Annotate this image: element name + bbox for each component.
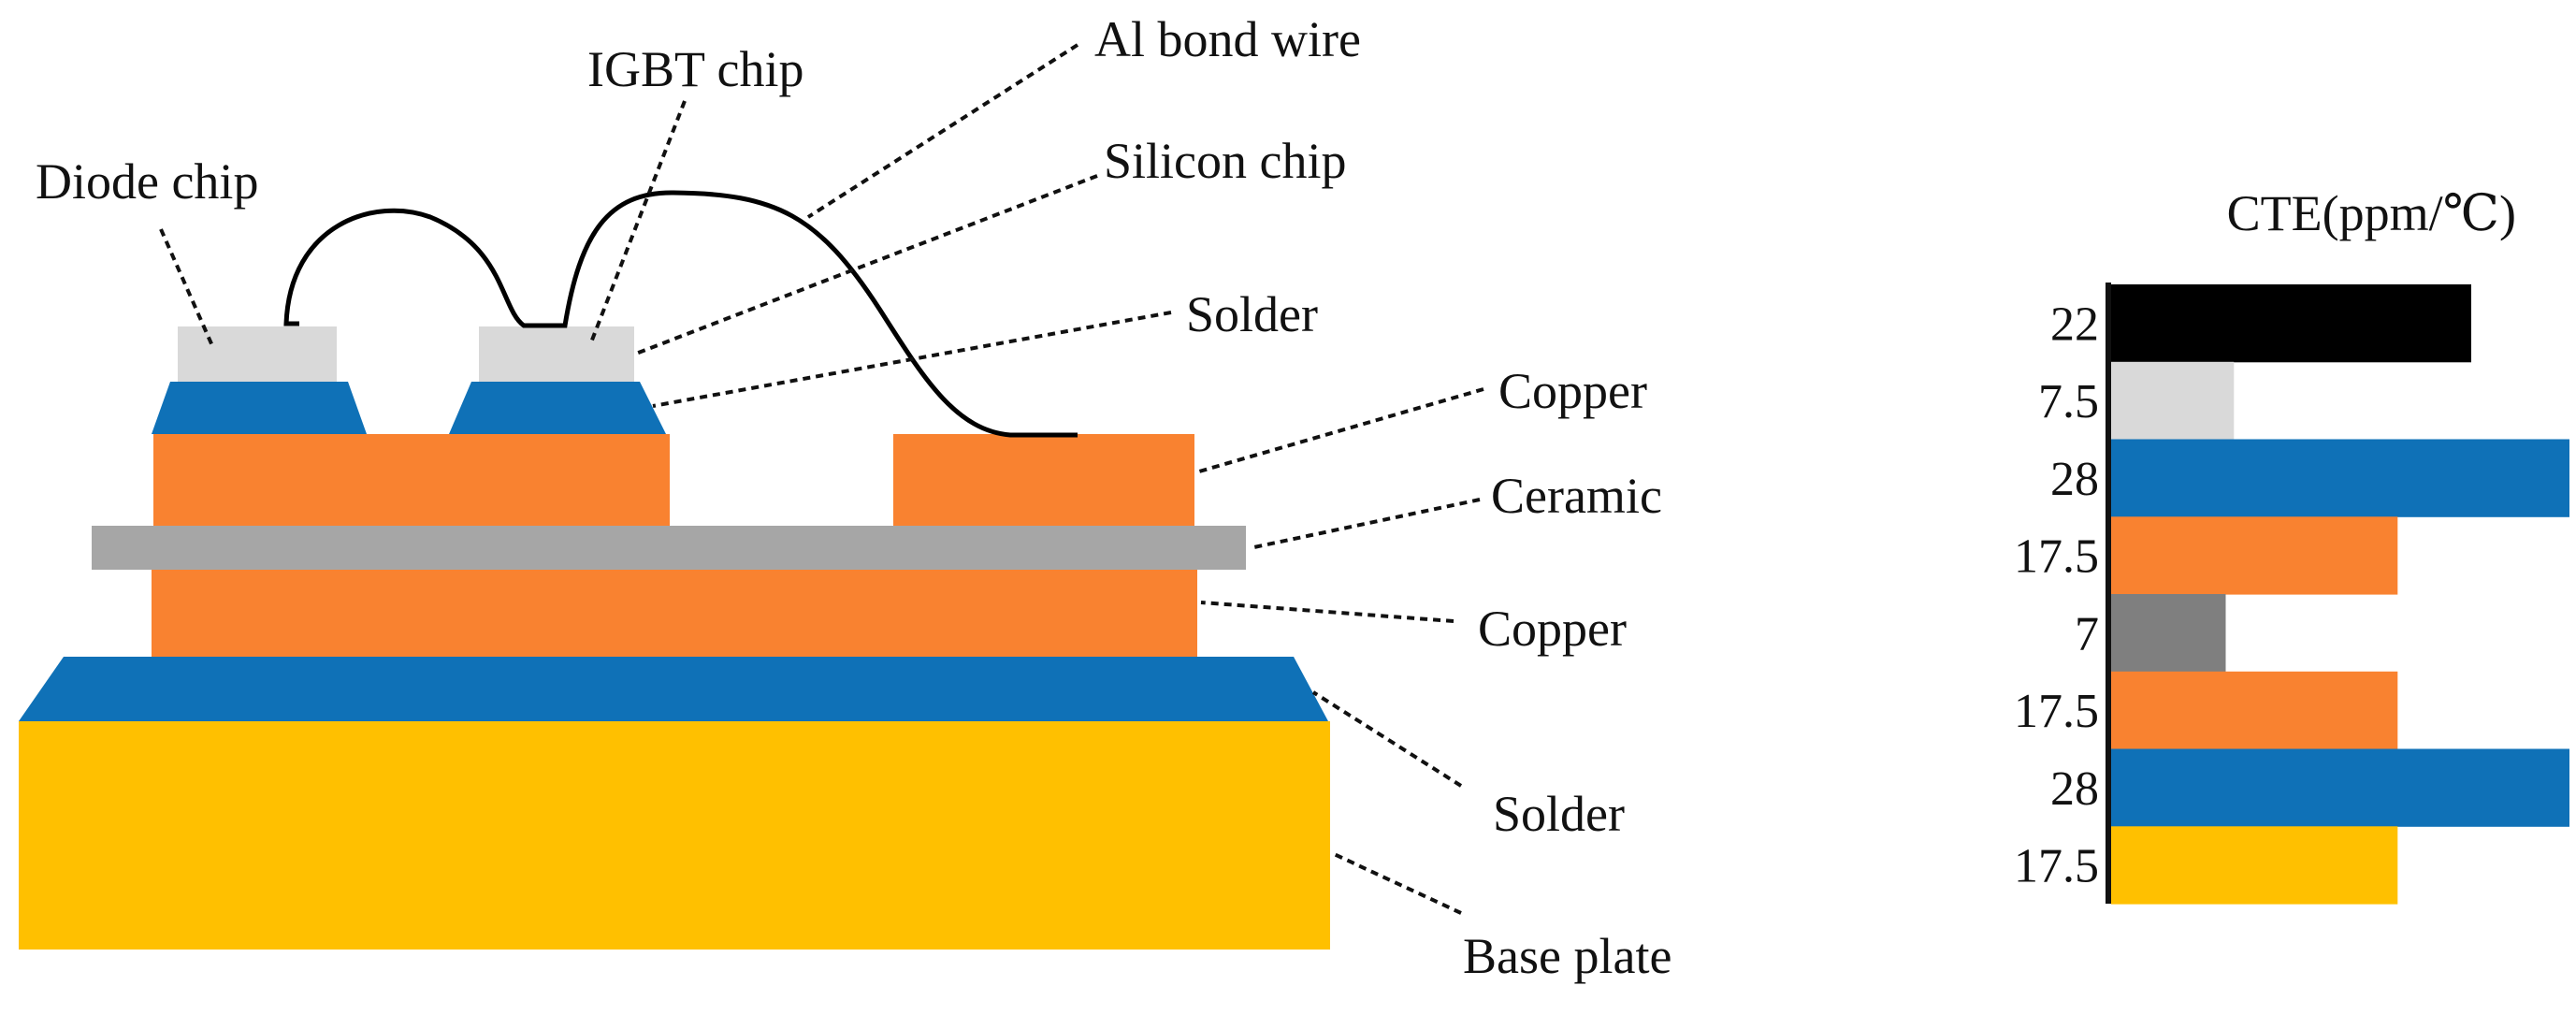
diode-solder — [152, 382, 367, 434]
ceramic-layer — [92, 526, 1246, 570]
cte-value-label: 17.5 — [2014, 530, 2099, 584]
cte-value-label: 17.5 — [2014, 840, 2099, 893]
cte-bar — [2111, 439, 2569, 517]
cte-value-label: 22 — [2050, 297, 2099, 351]
leader-solder-top — [652, 311, 1172, 408]
leader-ceramic — [1249, 498, 1481, 550]
leader-copper-bottom — [1200, 601, 1454, 623]
layer-labels: Diode chip IGBT chip Al bond wire Silico… — [36, 11, 1672, 984]
bottom-solder-layer — [19, 657, 1328, 721]
label-igbt-chip: IGBT chip — [587, 41, 803, 97]
cte-value-label: 7 — [2075, 607, 2099, 660]
label-base-plate: Base plate — [1463, 928, 1672, 984]
label-diode-chip: Diode chip — [36, 153, 258, 210]
label-al-bond-wire: Al bond wire — [1094, 11, 1361, 67]
label-solder-top: Solder — [1186, 286, 1318, 342]
cte-value-labels: 22 7.5 28 17.5 7 17.5 28 17.5 — [2014, 297, 2099, 892]
leader-silicon-chip — [635, 174, 1098, 355]
bond-wire-igbt-copper — [548, 190, 1078, 438]
leader-copper-top — [1198, 387, 1484, 473]
cte-bar — [2111, 826, 2398, 905]
module-cross-section — [19, 190, 1330, 950]
chart-title: CTE(ppm/℃) — [2227, 185, 2516, 241]
label-copper-top: Copper — [1498, 363, 1647, 419]
cte-bar — [2111, 361, 2235, 441]
top-copper-right — [893, 434, 1194, 526]
bottom-copper-layer — [152, 567, 1197, 657]
diode-chip — [178, 326, 337, 382]
cte-bar-chart: CTE(ppm/℃) 22 7.5 28 17.5 7 17.5 28 17.5 — [2014, 185, 2569, 905]
top-copper-left — [153, 434, 670, 526]
leader-solder-bottom — [1311, 690, 1463, 788]
leader-igbt-chip — [589, 100, 687, 343]
cte-bars — [2111, 284, 2569, 905]
leader-lines — [159, 43, 1484, 915]
igbt-solder — [449, 382, 666, 434]
cte-bar — [2111, 594, 2226, 673]
cte-bar — [2111, 748, 2569, 827]
leader-diode-chip — [159, 228, 215, 349]
cte-bar — [2111, 671, 2398, 750]
base-plate-layer — [19, 721, 1330, 950]
cte-value-label: 28 — [2050, 762, 2099, 816]
leader-al-bond-wire — [806, 43, 1079, 219]
cte-bar — [2111, 516, 2398, 595]
bond-wire-diode-igbt — [283, 208, 548, 328]
label-silicon-chip: Silicon chip — [1104, 133, 1346, 189]
label-ceramic: Ceramic — [1491, 468, 1662, 524]
cte-value-label: 17.5 — [2014, 685, 2099, 738]
cte-bar — [2111, 284, 2471, 363]
cte-value-label: 28 — [2050, 453, 2099, 506]
cte-value-label: 7.5 — [2038, 375, 2099, 428]
leader-base-plate — [1331, 851, 1462, 915]
label-copper-bottom: Copper — [1478, 601, 1627, 657]
igbt-chip — [479, 326, 634, 382]
label-solder-bottom: Solder — [1493, 786, 1625, 842]
